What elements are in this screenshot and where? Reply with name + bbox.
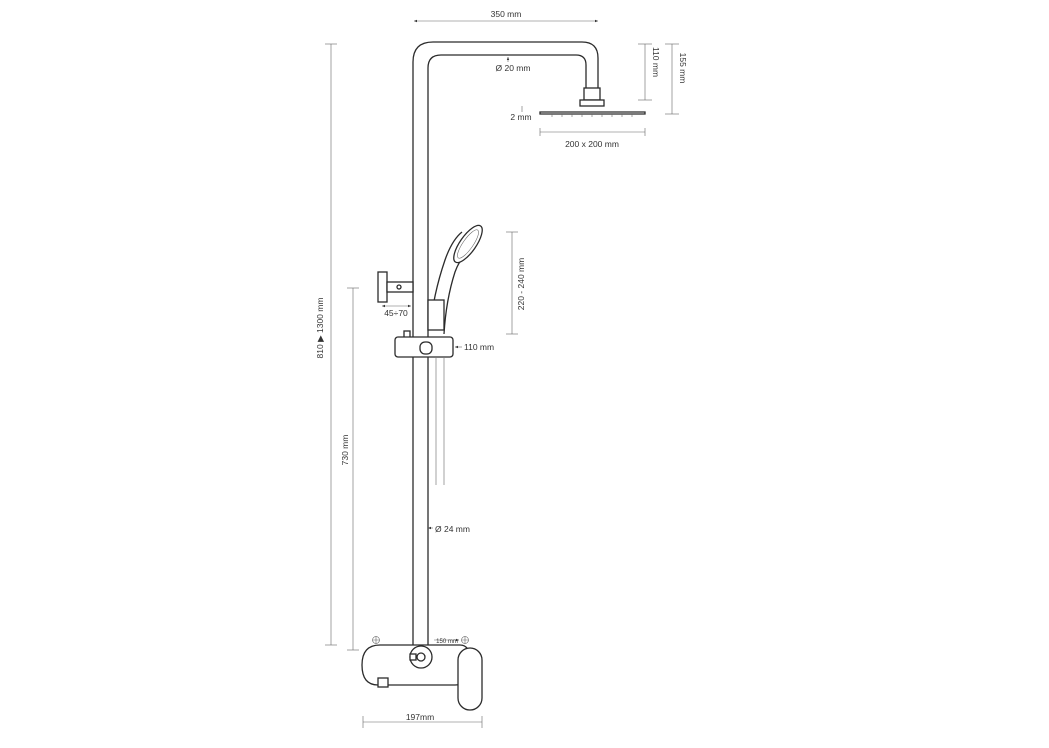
shower-column xyxy=(412,41,599,640)
shower-hose xyxy=(435,358,445,485)
dim-hand-shower-length: 220 - 240 mm xyxy=(516,258,526,310)
dim-pipe-diameter-top: Ø 20 mm xyxy=(496,63,531,73)
sliding-holder xyxy=(394,330,454,358)
dim-slider-offset: 110 mm xyxy=(464,342,494,352)
wall-bracket xyxy=(377,271,414,303)
dim-head-size: 200 x 200 mm xyxy=(565,139,619,149)
thermostatic-mixer xyxy=(361,636,483,711)
dim-total-height: 810 ▶ 1300 mm xyxy=(315,298,325,359)
dim-mixer-height: 730 mm xyxy=(340,435,350,466)
rain-shower-head xyxy=(539,87,646,117)
dim-pipe-diameter-bottom: Ø 24 mm xyxy=(435,524,470,534)
dim-head-drop: 110 mm xyxy=(651,47,661,77)
dim-holder-range: 45÷70 xyxy=(384,308,408,318)
dim-mixer-width: 197mm xyxy=(406,712,434,722)
hand-shower xyxy=(427,224,483,335)
rain-head-nozzles xyxy=(551,114,633,117)
dim-head-thickness: 2 mm xyxy=(510,112,531,122)
dim-arm-length: 350 mm xyxy=(491,9,522,19)
dimension-lines xyxy=(325,19,679,728)
dim-head-total-drop: 155 mm xyxy=(678,53,688,84)
dim-inlet-spacing: 150 mm xyxy=(436,639,458,645)
